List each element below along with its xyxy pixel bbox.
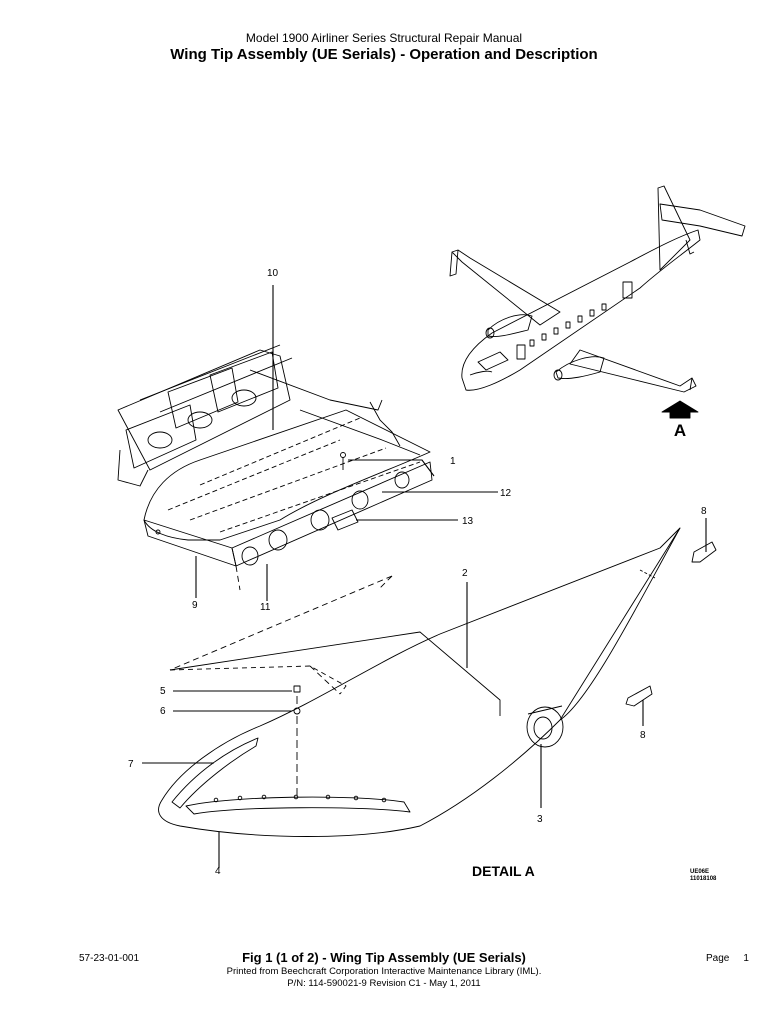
cabin-windows bbox=[529, 303, 607, 347]
callout-8-upper: 8 bbox=[701, 506, 707, 517]
wing-tip-assembly bbox=[158, 527, 717, 837]
drawing-code-line-1: UE06E bbox=[690, 869, 709, 875]
detail-label: DETAIL A bbox=[472, 863, 535, 879]
callout-4: 4 bbox=[215, 866, 221, 877]
page-indicator: Page 1 bbox=[706, 953, 749, 964]
manual-title: Model 1900 Airliner Series Structural Re… bbox=[245, 31, 523, 45]
callout-12: 12 bbox=[500, 488, 512, 499]
callout-11: 11 bbox=[260, 602, 271, 613]
view-marker: A bbox=[674, 421, 686, 440]
aircraft-view bbox=[449, 185, 746, 419]
callout-6: 6 bbox=[160, 706, 166, 717]
wing-structure bbox=[117, 344, 433, 671]
callout-10: 10 bbox=[267, 268, 279, 279]
section-title: Wing Tip Assembly (UE Serials) - Operati… bbox=[170, 46, 598, 63]
figure-caption: Fig 1 (1 of 2) - Wing Tip Assembly (UE S… bbox=[242, 950, 526, 965]
part-number: P/N: 114-590021-9 Revision C1 - May 1, 2… bbox=[287, 978, 481, 989]
callout-1: 1 bbox=[450, 456, 456, 467]
page-number: 1 bbox=[743, 953, 749, 964]
callout-5: 5 bbox=[160, 686, 166, 697]
drawing-code-line-2: 11018108 bbox=[690, 876, 717, 882]
page-label: Page bbox=[706, 953, 730, 964]
printed-from: Printed from Beechcraft Corporation Inte… bbox=[226, 966, 542, 977]
doc-code: 57-23-01-001 bbox=[79, 953, 140, 964]
callouts: 1 2 3 4 5 6 7 8 8 9 10 11 12 13 bbox=[128, 268, 707, 877]
callout-3: 3 bbox=[537, 814, 543, 825]
callout-7: 7 bbox=[128, 759, 134, 770]
view-arrow-icon bbox=[661, 400, 699, 419]
leader-lines bbox=[142, 285, 707, 868]
callout-9: 9 bbox=[192, 600, 198, 611]
callout-2: 2 bbox=[462, 568, 468, 579]
rivet-row bbox=[213, 794, 387, 803]
callout-13: 13 bbox=[462, 516, 474, 527]
callout-8-lower: 8 bbox=[640, 730, 646, 741]
